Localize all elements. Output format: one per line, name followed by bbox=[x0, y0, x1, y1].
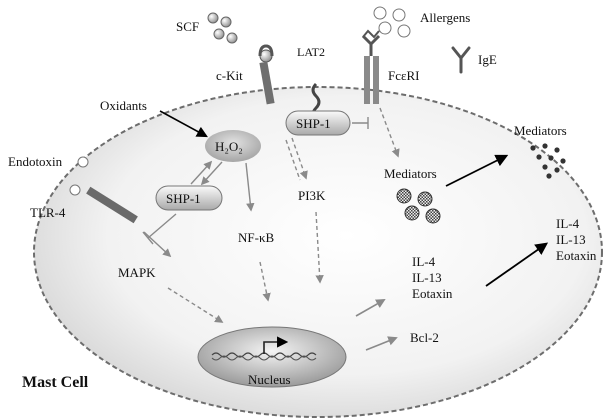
nucleus-to-cytokines-arrow bbox=[355, 299, 386, 317]
il4-outside-label: IL-4 bbox=[556, 216, 580, 231]
shp1-membrane-pill: SHP-1 bbox=[285, 110, 351, 136]
lat2-label: LAT2 bbox=[297, 45, 325, 59]
nfkb-label: NF-κB bbox=[238, 230, 274, 245]
pi3k-to-nucleus-arrow bbox=[315, 211, 324, 284]
scf-label: SCF bbox=[176, 19, 199, 34]
il4-inside-label: IL-4 bbox=[412, 254, 436, 269]
transcription-arrow-icon bbox=[263, 336, 289, 354]
mediators-outside-label: Mediators bbox=[514, 123, 567, 138]
il13-inside-label: IL-13 bbox=[412, 270, 442, 285]
shp1-left-label: SHP-1 bbox=[166, 191, 201, 206]
h2o2-label: H₂O₂ bbox=[215, 139, 243, 154]
shp1-to-pi3k-arrow bbox=[291, 137, 308, 180]
fceri-receptor-icon bbox=[361, 29, 381, 104]
endotoxin-icon bbox=[77, 156, 89, 168]
mediators-release-arrow bbox=[445, 154, 509, 187]
shp1-cytosol-pill: SHP-1 bbox=[155, 185, 223, 211]
scf-ligand-icon bbox=[207, 12, 238, 44]
il13-outside-label: IL-13 bbox=[556, 232, 586, 247]
oxidants-to-h2o2-arrow bbox=[159, 110, 208, 138]
eotaxin-inside-label: Eotaxin bbox=[412, 286, 453, 301]
cytokines-release-arrow bbox=[485, 242, 549, 287]
mast-cell-title: Mast Cell bbox=[22, 374, 89, 391]
shp1-to-pi3k-arrow-2 bbox=[285, 139, 301, 181]
h2o2-to-shp1-arrow bbox=[200, 161, 223, 186]
shp1-inhibits-fceri bbox=[352, 117, 369, 129]
h2o2-to-nfkb-arrow bbox=[245, 162, 255, 212]
allergens-label: Allergens bbox=[420, 10, 470, 25]
shp1-to-h2o2-arrow bbox=[190, 160, 213, 185]
pathway-arrows bbox=[142, 107, 549, 351]
ige-icon bbox=[451, 46, 471, 74]
mapk-label: MAPK bbox=[118, 265, 156, 280]
ige-label: IgE bbox=[478, 52, 497, 67]
allergen-icon bbox=[373, 6, 411, 38]
mapk-to-nucleus-arrow bbox=[167, 287, 224, 323]
shp1-top-label: SHP-1 bbox=[296, 116, 331, 131]
cell-membrane bbox=[33, 86, 603, 418]
mediators-inside-label: Mediators bbox=[384, 166, 437, 181]
shp1-inhibits-mapk bbox=[142, 213, 177, 245]
tlr4-to-mapk-arrow bbox=[143, 231, 172, 258]
fceri-to-mediators-arrow bbox=[379, 107, 400, 158]
released-mediator-icons bbox=[530, 143, 566, 179]
endotoxin-label: Endotoxin bbox=[8, 154, 63, 169]
fceri-label: FcεRI bbox=[388, 68, 419, 83]
tlr4-receptor-icon bbox=[86, 186, 138, 224]
endotoxin-icon bbox=[69, 184, 81, 196]
eotaxin-outside-label: Eotaxin bbox=[556, 248, 597, 263]
ckit-label: c-Kit bbox=[216, 68, 243, 83]
bcl2-label: Bcl-2 bbox=[410, 330, 439, 345]
mediator-granule-icons bbox=[396, 188, 441, 224]
h2o2-node: H₂O₂ bbox=[205, 130, 261, 162]
pi3k-label: PI3K bbox=[298, 188, 326, 203]
oxidants-label: Oxidants bbox=[100, 98, 147, 113]
nucleus: Nucleus bbox=[197, 326, 347, 388]
nucleus-label: Nucleus bbox=[248, 372, 291, 387]
tlr4-label: TLR-4 bbox=[30, 205, 66, 220]
nucleus-to-bcl2-arrow bbox=[365, 336, 398, 351]
ckit-receptor-icon bbox=[258, 44, 275, 105]
